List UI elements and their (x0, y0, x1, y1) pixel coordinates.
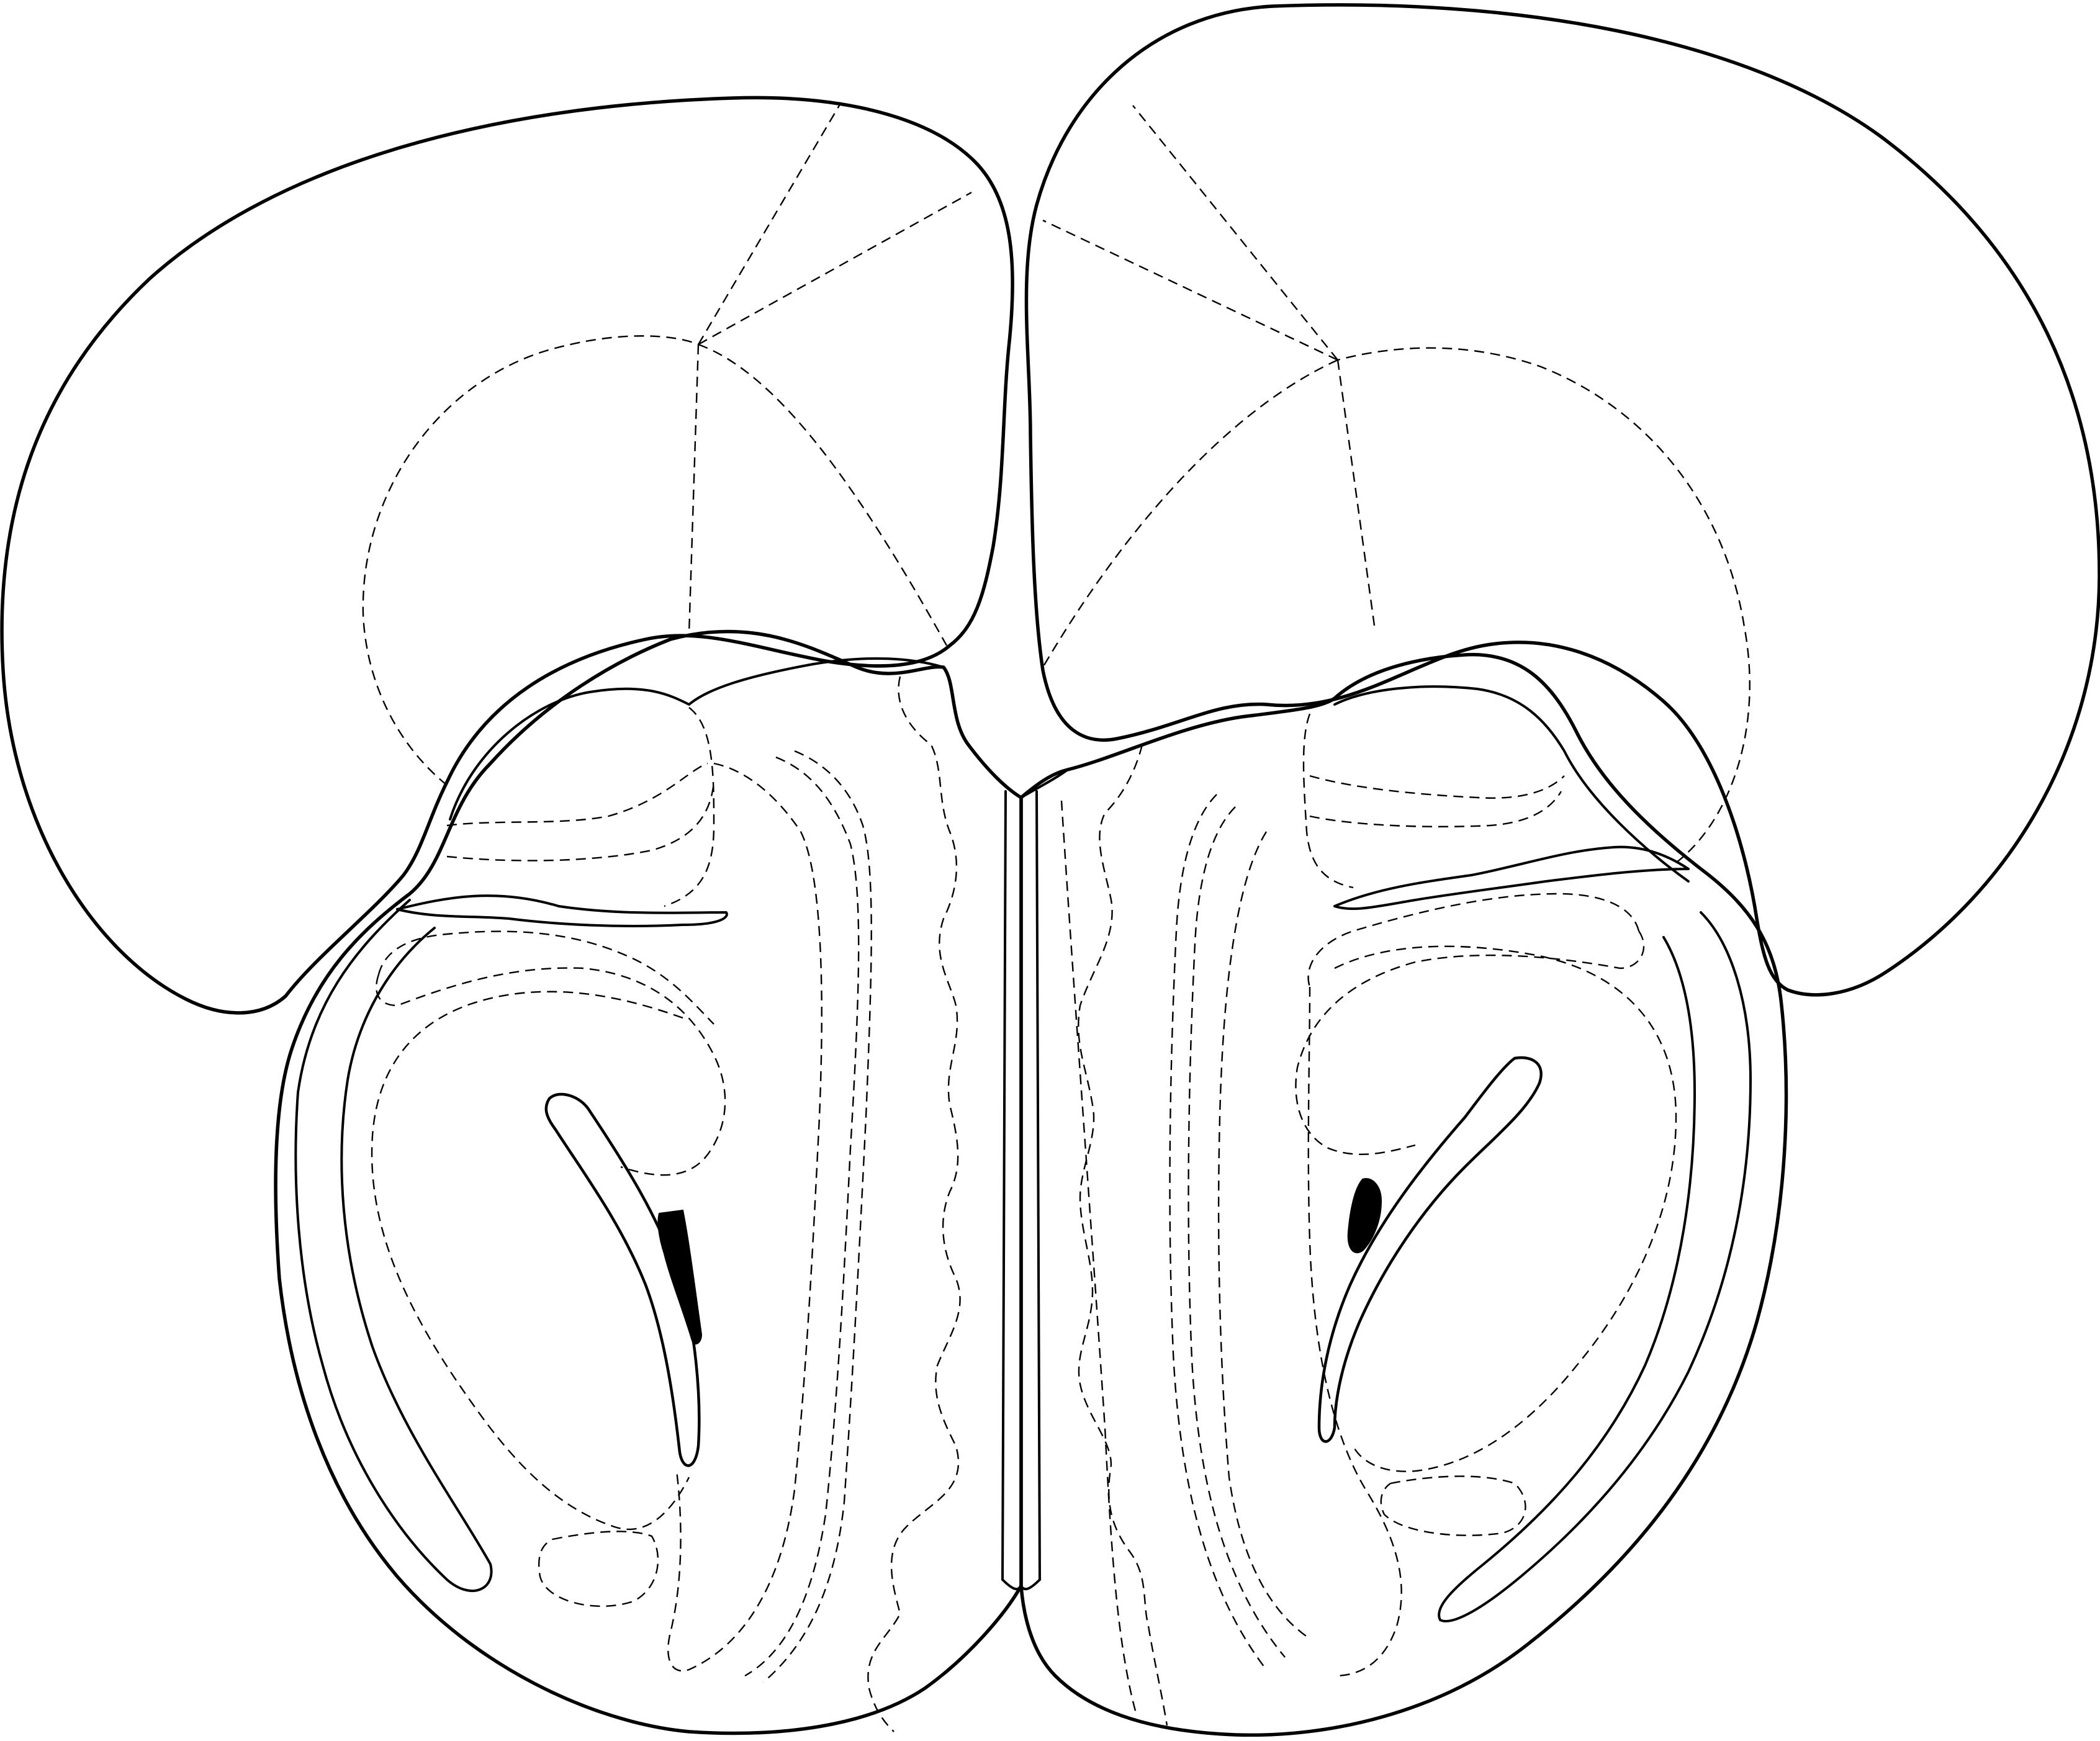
right-lower-midline (1035, 790, 1041, 1581)
left-lobe-dashed-radial-1 (698, 343, 948, 646)
right-lower-inner-contour (1438, 911, 1752, 1622)
left-lower-inner-contour (294, 899, 493, 1592)
right-lobe-dashed-radial-1 (1042, 359, 1338, 668)
right-lower-structure (1019, 652, 1788, 1737)
left-dashed-striate-1 (667, 762, 822, 1671)
right-lobe-outline (1024, 3, 2100, 997)
right-dashed-lower-pocket (1380, 1475, 1526, 1536)
right-dashed-outer-ring (1334, 945, 1677, 1472)
right-lower-rim (1333, 685, 1690, 883)
left-dashed-inner-1 (377, 930, 714, 1025)
right-dashed-cap-1 (1309, 775, 1565, 799)
left-dashed-cap-2 (446, 781, 715, 862)
midline-notch-top (967, 744, 1069, 799)
left-black-mark (657, 1209, 703, 1345)
left-lobe-dashed-radial-4 (698, 191, 972, 346)
right-lower-ridge (1333, 845, 1690, 911)
right-lobe-dashed-radial-4 (1042, 219, 1338, 361)
right-dashed-medial-edge (1060, 800, 1137, 1714)
left-lobe-outline (0, 96, 1014, 1015)
right-hemisphere (1024, 3, 2100, 997)
left-lobe-dashed-circle (362, 335, 699, 786)
right-lobe-dashed-circle (1337, 347, 1751, 863)
left-dashed-lower-pocket (538, 1531, 659, 1608)
left-lower-structure (274, 629, 1023, 1735)
left-dashed-cap-1 (446, 762, 708, 827)
right-dashed-wavy-medial (1078, 744, 1168, 1726)
left-dashed-striate-2 (744, 756, 860, 1677)
right-dashed-band-1 (1302, 713, 1354, 889)
left-lower-outline (274, 629, 1023, 1735)
right-lobe-dashed-radial-2 (1336, 359, 1376, 631)
midline (967, 744, 1069, 1591)
right-dashed-striate-4 (1217, 831, 1310, 1639)
right-dashed-striate-1 (1307, 986, 1402, 1677)
left-lobe-dashed-radial-3 (697, 102, 842, 345)
right-dashed-inner-2 (1295, 930, 1645, 1156)
left-lower-rim (449, 657, 945, 821)
right-dashed-cap-2 (1309, 791, 1562, 828)
right-ventricle (1317, 1056, 1543, 1443)
right-lobe-dashed-radial-3 (1132, 105, 1338, 361)
left-dashed-striate-3 (763, 750, 872, 1683)
midline-notch-bottom (1001, 1578, 1041, 1591)
left-lower-midline (1001, 790, 1007, 1581)
right-black-mark (1347, 1178, 1382, 1254)
right-dashed-inner-1 (1307, 893, 1640, 987)
right-lower-outline (1019, 652, 1788, 1737)
left-hemisphere (0, 96, 1014, 1015)
left-lobe-dashed-radial-2 (688, 344, 700, 634)
left-lower-ridge (396, 894, 728, 927)
left-dashed-outer-ring (371, 991, 690, 1531)
left-ventricle (544, 1092, 701, 1467)
right-dashed-striate-3 (1187, 806, 1286, 1658)
left-dashed-band-1 (664, 707, 715, 907)
left-dashed-wavy-medial (867, 676, 961, 1732)
left-dashed-inner-2 (376, 967, 726, 1176)
